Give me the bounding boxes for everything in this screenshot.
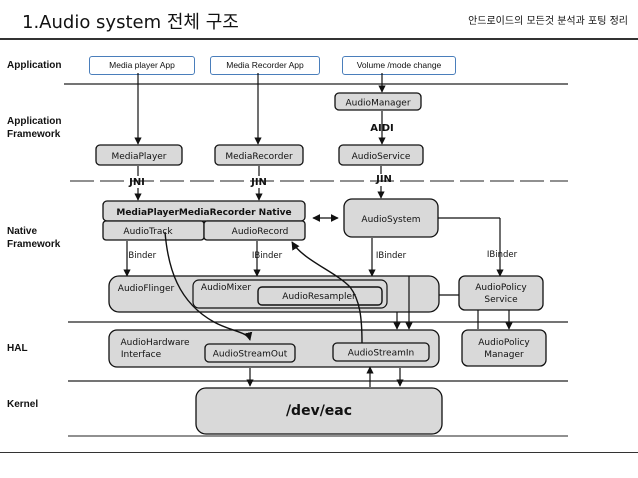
jin-label: JIN: [250, 177, 267, 188]
native-framework-box: [102, 200, 306, 222]
audio-resampler-label: AudioResampler: [282, 292, 356, 302]
audio-manager-box: [334, 92, 422, 111]
audio-stream-out-box: [204, 343, 296, 363]
audio-policy-service-label: AudioPolicy: [475, 283, 527, 293]
audio-record-box: [203, 220, 306, 241]
audio-service-box: [338, 144, 424, 166]
media-recorder-app-box: Media Recorder App: [210, 56, 320, 75]
page-subtitle: 안드로이드의 모든것 분석과 포팅 정리: [468, 16, 628, 27]
layer-label-kernel: Kernel: [7, 399, 39, 410]
ibinder-label: IBinder: [487, 250, 518, 260]
media-player-app-box: Media player App: [89, 56, 195, 75]
ibinder-label: IBinder: [126, 251, 157, 261]
jni-label: JNI: [128, 177, 145, 188]
layer-label-line: Framework: [7, 238, 61, 250]
audio-hardware-interface-label: Interface: [121, 350, 162, 360]
media-recorder-label: MediaRecorder: [225, 152, 293, 162]
jin-label: JIN: [375, 174, 392, 185]
audio-policy-manager-box: [461, 329, 547, 367]
aidl-label: AIDI: [370, 123, 393, 134]
audio-policy-service-label: Service: [484, 295, 518, 305]
playback-path-curve: [164, 231, 253, 341]
audio-stream-out-label: AudioStreamOut: [213, 350, 288, 360]
ibinder-label: IBinder: [376, 251, 407, 261]
record-path-curve: [291, 241, 363, 344]
audio-stream-in-box: [332, 342, 430, 362]
dev-eac-block: [195, 387, 443, 435]
audio-resampler-box: [257, 286, 383, 306]
footer-divider: [0, 452, 638, 453]
page-title: 1.Audio system 전체 구조: [22, 12, 239, 33]
audio-service-label: AudioService: [352, 152, 411, 162]
layer-label-line: Application: [7, 116, 62, 127]
media-player-box: [95, 144, 183, 166]
audio-track-label: AudioTrack: [123, 227, 173, 237]
layer-label-hal: HAL: [7, 343, 28, 354]
audio-record-label: AudioRecord: [232, 227, 289, 237]
audio-mixer-label: AudioMixer: [201, 283, 251, 293]
layer-label-app-framework: Application Framework: [7, 116, 61, 141]
audio-policy-manager-label: Manager: [484, 350, 524, 360]
media-recorder-box: [214, 144, 304, 166]
layer-label-line: Framework: [7, 128, 61, 140]
dev-eac-label: /dev/eac: [286, 403, 352, 419]
header-divider: [0, 38, 638, 40]
layer-label-application: Application: [7, 60, 62, 71]
audio-hardware-interface-label: AudioHardware: [120, 338, 189, 348]
audio-policy-manager-label: AudioPolicy: [478, 338, 530, 348]
ibinder-label: IBinder: [252, 251, 283, 261]
layer-label-native-framework: Native Framework: [7, 226, 60, 251]
audio-stream-in-label: AudioStreamIn: [348, 349, 415, 359]
media-player-label: MediaPlayer: [111, 152, 166, 162]
native-framework-label: MediaPlayerMediaRecorder Native: [116, 208, 291, 218]
volume-mode-app-box: Volume /mode change: [342, 56, 456, 75]
audio-manager-label: AudioManager: [345, 99, 410, 109]
audio-flinger-label: AudioFlinger: [118, 284, 175, 294]
audio-policy-service-box: [458, 275, 544, 311]
layer-label-line: Native: [7, 226, 38, 237]
audio-system-label: AudioSystem: [361, 215, 420, 225]
